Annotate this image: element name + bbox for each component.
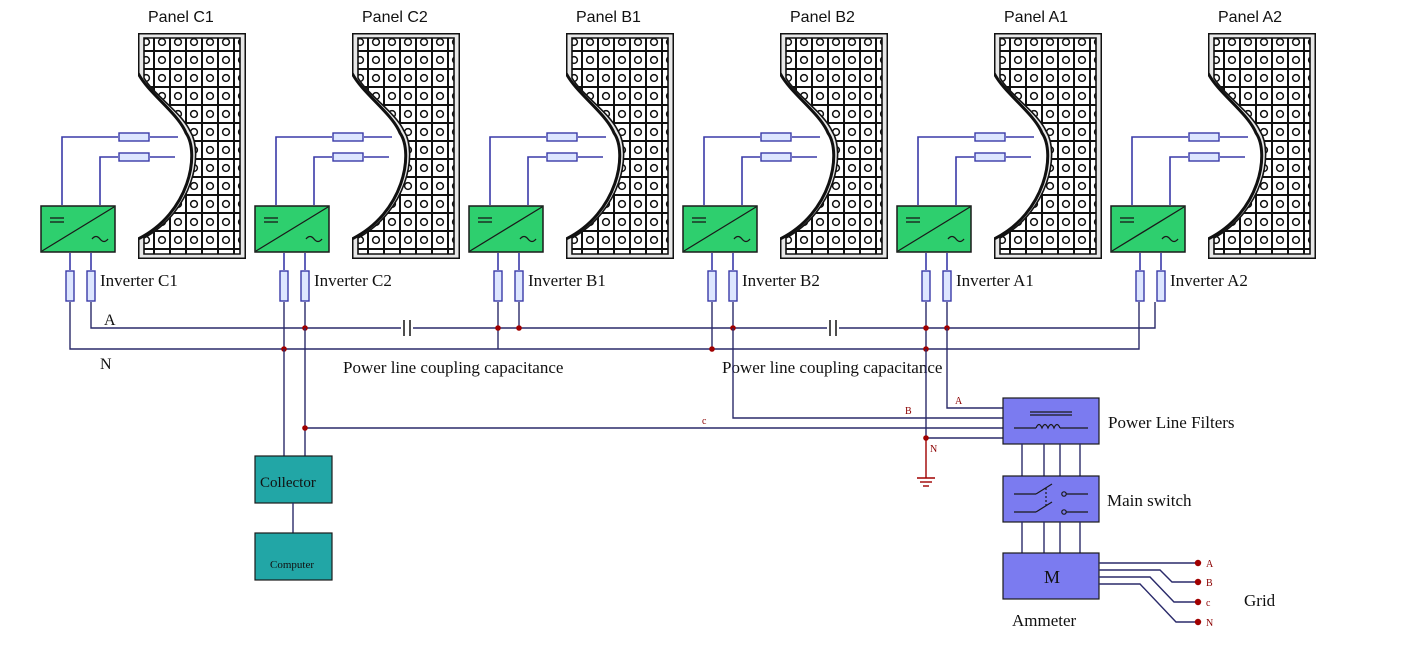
filters-label: Power Line Filters bbox=[1108, 413, 1235, 432]
dc-fuse-icon bbox=[546, 132, 578, 142]
inverter-icon bbox=[1110, 205, 1186, 253]
dc-fuse-icon bbox=[546, 152, 578, 162]
grid-terminal-a bbox=[1194, 559, 1202, 567]
panel-label: Panel B1 bbox=[576, 9, 641, 26]
coupling-label: Power line coupling capacitance bbox=[722, 358, 942, 377]
inverter-icon bbox=[896, 205, 972, 253]
inverter-label: Inverter C2 bbox=[314, 271, 392, 290]
grid-terminal-b bbox=[1194, 578, 1202, 586]
line-n-label: N bbox=[930, 444, 937, 455]
dc-fuse-icon bbox=[118, 132, 150, 142]
dc-fuse-icon bbox=[332, 132, 364, 142]
inverter-label: Inverter B1 bbox=[528, 271, 606, 290]
dc-fuse-icon bbox=[1188, 152, 1220, 162]
line-c-label: c bbox=[702, 416, 707, 427]
grid-terminal-label: c bbox=[1206, 598, 1211, 609]
coupling-label: Power line coupling capacitance bbox=[343, 358, 563, 377]
ac-fuse-icon bbox=[942, 270, 952, 302]
inverter-icon bbox=[682, 205, 758, 253]
ac-fuse-icon bbox=[921, 270, 931, 302]
ac-fuse-icon bbox=[279, 270, 289, 302]
inverter-label: Inverter B2 bbox=[742, 271, 820, 290]
ac-fuse-icon bbox=[86, 270, 96, 302]
grid-terminal-label: A bbox=[1206, 559, 1214, 570]
ac-fuse-icon bbox=[1156, 270, 1166, 302]
ac-fuse-icon bbox=[514, 270, 524, 302]
pv-unit-c2: Panel C2 Inverter C2 bbox=[254, 9, 460, 302]
ac-fuse-icon bbox=[300, 270, 310, 302]
solar-panel-icon bbox=[994, 33, 1102, 259]
ammeter-symbol: M bbox=[1044, 567, 1060, 587]
switch-contacts-icon bbox=[1014, 483, 1088, 515]
collector-label: Collector bbox=[260, 475, 316, 491]
dc-fuse-icon bbox=[1188, 132, 1220, 142]
coupling-capacitor-icon bbox=[827, 320, 839, 336]
ac-fuse-icon bbox=[728, 270, 738, 302]
panel-label: Panel B2 bbox=[790, 9, 855, 26]
inverter-icon bbox=[254, 205, 330, 253]
pv-unit-a2: Panel A2 Inverter A2 bbox=[1110, 9, 1316, 302]
dc-fuse-icon bbox=[760, 132, 792, 142]
grid-terminal-n bbox=[1194, 618, 1202, 626]
solar-panel-icon bbox=[352, 33, 460, 259]
dc-fuse-icon bbox=[760, 152, 792, 162]
bus-n-label: N bbox=[100, 356, 112, 373]
grid-terminal-label: N bbox=[1206, 618, 1213, 629]
main-switch-box bbox=[1002, 475, 1100, 523]
solar-panel-icon bbox=[566, 33, 674, 259]
dc-fuse-icon bbox=[974, 132, 1006, 142]
computer-box bbox=[254, 532, 333, 581]
inverter-icon bbox=[468, 205, 544, 253]
main-switch-label: Main switch bbox=[1107, 491, 1192, 510]
ammeter-box bbox=[1002, 552, 1100, 600]
power-line-filter-box bbox=[1002, 397, 1100, 445]
bus-a-label: A bbox=[104, 312, 116, 329]
panel-label: Panel C2 bbox=[362, 9, 428, 26]
dc-fuse-icon bbox=[118, 152, 150, 162]
panel-label: Panel A2 bbox=[1218, 9, 1282, 26]
solar-panel-icon bbox=[1208, 33, 1316, 259]
ac-bus bbox=[69, 302, 1156, 352]
inverter-label: Inverter A2 bbox=[1170, 271, 1248, 290]
pv-unit-b1: Panel B1 Inverter B1 bbox=[468, 9, 674, 302]
inverter-label: Inverter A1 bbox=[956, 271, 1034, 290]
coupling-capacitor-icon bbox=[401, 320, 413, 336]
line-b-label: B bbox=[905, 406, 912, 417]
ac-fuse-icon bbox=[493, 270, 503, 302]
grid-terminal-c bbox=[1194, 598, 1202, 606]
grid-label: Grid bbox=[1244, 591, 1276, 610]
grid-terminal-label: B bbox=[1206, 578, 1213, 589]
filter-inductor-icon bbox=[1014, 411, 1088, 430]
panel-label: Panel A1 bbox=[1004, 9, 1068, 26]
grid-output-wires bbox=[1099, 562, 1198, 623]
dc-fuse-icon bbox=[974, 152, 1006, 162]
pv-unit-a1: Panel A1 Inverter A1 bbox=[896, 9, 1102, 302]
pv-unit-c1: Panel C1 Inverter C1 bbox=[40, 9, 246, 302]
solar-panel-icon bbox=[138, 33, 246, 259]
computer-label: Computer bbox=[270, 559, 314, 571]
inverter-icon bbox=[40, 205, 116, 253]
ac-fuse-icon bbox=[707, 270, 717, 302]
line-a-label: A bbox=[955, 396, 963, 407]
dc-fuse-icon bbox=[332, 152, 364, 162]
collector-box bbox=[254, 455, 333, 504]
ground-icon bbox=[917, 438, 935, 487]
ac-fuse-icon bbox=[1135, 270, 1145, 302]
pv-unit-b2: Panel B2 Inverter B2 bbox=[682, 9, 888, 302]
ac-fuse-icon bbox=[65, 270, 75, 302]
solar-panel-icon bbox=[780, 33, 888, 259]
ammeter-label: Ammeter bbox=[1012, 611, 1077, 630]
panel-label: Panel C1 bbox=[148, 9, 214, 26]
inverter-label: Inverter C1 bbox=[100, 271, 178, 290]
